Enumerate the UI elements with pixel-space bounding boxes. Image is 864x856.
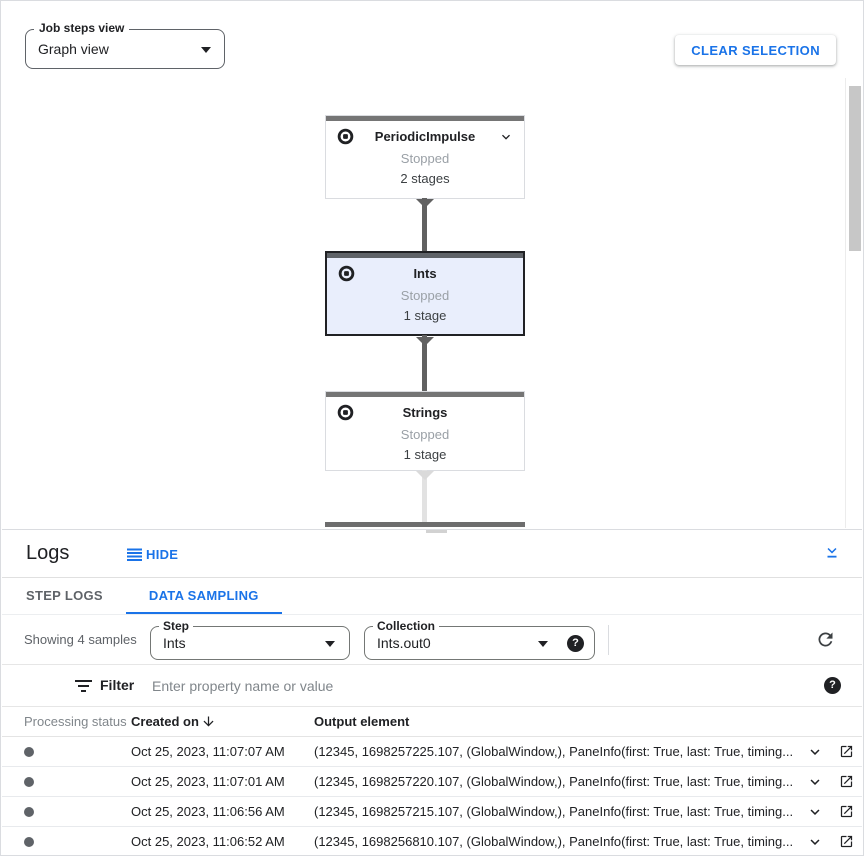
refresh-icon[interactable] [814, 629, 836, 651]
node-status: Stopped [400, 288, 450, 303]
step-select-label: Step [159, 619, 194, 633]
edge-periodicimpulse-to-ints [422, 198, 427, 251]
graph-node-ints[interactable]: Ints Stopped 1 stage [325, 251, 525, 336]
status-dot-icon [24, 807, 34, 817]
table-row[interactable]: Oct 25, 2023, 11:07:01 AM (12345, 169825… [2, 767, 862, 797]
showing-samples-text: Showing 4 samples [24, 632, 137, 647]
filter-bar: Filter ? [2, 665, 862, 707]
created-on-cell: Oct 25, 2023, 11:07:01 AM [131, 774, 285, 789]
toolbar-divider [608, 625, 609, 655]
node-stages: 1 stage [403, 447, 447, 462]
open-in-new-icon[interactable] [838, 744, 854, 760]
clear-selection-button[interactable]: CLEAR SELECTION [675, 35, 836, 65]
column-output-element: Output element [314, 714, 410, 729]
status-dot-icon [24, 747, 34, 757]
edge-arrow-icon [416, 199, 434, 208]
created-on-cell: Oct 25, 2023, 11:06:56 AM [131, 804, 285, 819]
graph-node-strings[interactable]: Strings Stopped 1 stage [325, 391, 525, 471]
edge-ints-to-strings [422, 335, 427, 391]
dropdown-arrow-icon [325, 641, 335, 647]
edge-arrow-icon [416, 337, 434, 346]
table-header-row: Processing status Created on Output elem… [2, 707, 862, 737]
job-steps-view-label: Job steps view [34, 21, 130, 35]
filter-label: Filter [100, 677, 135, 693]
column-created-on[interactable]: Created on [131, 714, 199, 729]
status-dot-icon [24, 837, 34, 847]
job-steps-view-value: Graph view [38, 41, 109, 57]
sampling-toolbar: Showing 4 samples Step Ints Collection I… [2, 615, 862, 665]
open-in-new-icon[interactable] [838, 804, 854, 820]
node-title: Ints [413, 266, 437, 281]
dropdown-arrow-icon [538, 641, 548, 647]
help-icon[interactable]: ? [567, 635, 584, 652]
node-status: Stopped [400, 151, 450, 166]
collection-select[interactable]: Collection Ints.out0 ? [364, 619, 595, 660]
graph-node-partial-detail [426, 530, 447, 533]
list-lines-icon [127, 548, 142, 561]
graph-scrollbar[interactable] [845, 78, 862, 528]
sort-descending-icon[interactable] [201, 714, 216, 729]
edge-arrow-icon [416, 471, 434, 480]
output-element-cell: (12345, 1698256810.107, (GlobalWindow,),… [314, 834, 794, 849]
help-icon[interactable]: ? [824, 677, 841, 694]
filter-icon[interactable] [74, 680, 92, 692]
step-select-value: Ints [163, 635, 186, 651]
edge-strings-to-next [422, 470, 427, 523]
tab-step-logs[interactable]: STEP LOGS [26, 588, 103, 603]
logs-title: Logs [26, 542, 70, 564]
status-dot-icon [24, 777, 34, 787]
node-title: PeriodicImpulse [374, 129, 476, 144]
table-row[interactable]: Oct 25, 2023, 11:06:52 AM (12345, 169825… [2, 827, 862, 855]
expand-row-icon[interactable] [806, 743, 824, 761]
collapse-panel-icon[interactable] [822, 543, 842, 563]
expand-row-icon[interactable] [806, 803, 824, 821]
stop-circle-icon [338, 265, 355, 282]
expand-row-icon[interactable] [806, 773, 824, 791]
stop-circle-icon [337, 128, 354, 145]
step-select[interactable]: Step Ints [150, 619, 350, 660]
hide-label: HIDE [146, 546, 179, 562]
hide-logs-button[interactable]: HIDE [127, 540, 178, 568]
node-stages: 1 stage [403, 308, 447, 323]
graph-node-partial [325, 522, 525, 527]
tab-data-sampling[interactable]: DATA SAMPLING [125, 578, 282, 614]
node-stages: 2 stages [400, 171, 450, 186]
output-element-cell: (12345, 1698257225.107, (GlobalWindow,),… [314, 744, 794, 759]
chevron-down-icon[interactable] [498, 129, 514, 145]
created-on-cell: Oct 25, 2023, 11:07:07 AM [131, 744, 285, 759]
filter-input[interactable] [152, 671, 772, 701]
collection-select-value: Ints.out0 [377, 635, 431, 651]
collection-select-label: Collection [373, 619, 440, 633]
open-in-new-icon[interactable] [838, 774, 854, 790]
logs-tabs: STEP LOGS DATA SAMPLING [2, 578, 862, 615]
open-in-new-icon[interactable] [838, 834, 854, 850]
table-row[interactable]: Oct 25, 2023, 11:06:56 AM (12345, 169825… [2, 797, 862, 827]
created-on-cell: Oct 25, 2023, 11:06:52 AM [131, 834, 285, 849]
graph-scrollbar-thumb[interactable] [849, 86, 861, 251]
column-processing-status: Processing status [24, 714, 127, 729]
expand-row-icon[interactable] [806, 833, 824, 851]
logs-header: Logs HIDE [2, 530, 862, 578]
stop-circle-icon [337, 404, 354, 421]
table-row[interactable]: Oct 25, 2023, 11:07:07 AM (12345, 169825… [2, 737, 862, 767]
logs-panel: Logs HIDE STEP LOGS DATA SAMPLING [2, 529, 862, 855]
job-steps-view-select[interactable]: Job steps view Graph view [25, 21, 225, 69]
dropdown-arrow-icon [201, 47, 211, 53]
output-element-cell: (12345, 1698257215.107, (GlobalWindow,),… [314, 804, 794, 819]
output-element-cell: (12345, 1698257220.107, (GlobalWindow,),… [314, 774, 794, 789]
node-status: Stopped [400, 427, 450, 442]
node-title: Strings [402, 405, 448, 420]
graph-node-periodicimpulse[interactable]: PeriodicImpulse Stopped 2 stages [325, 115, 525, 199]
